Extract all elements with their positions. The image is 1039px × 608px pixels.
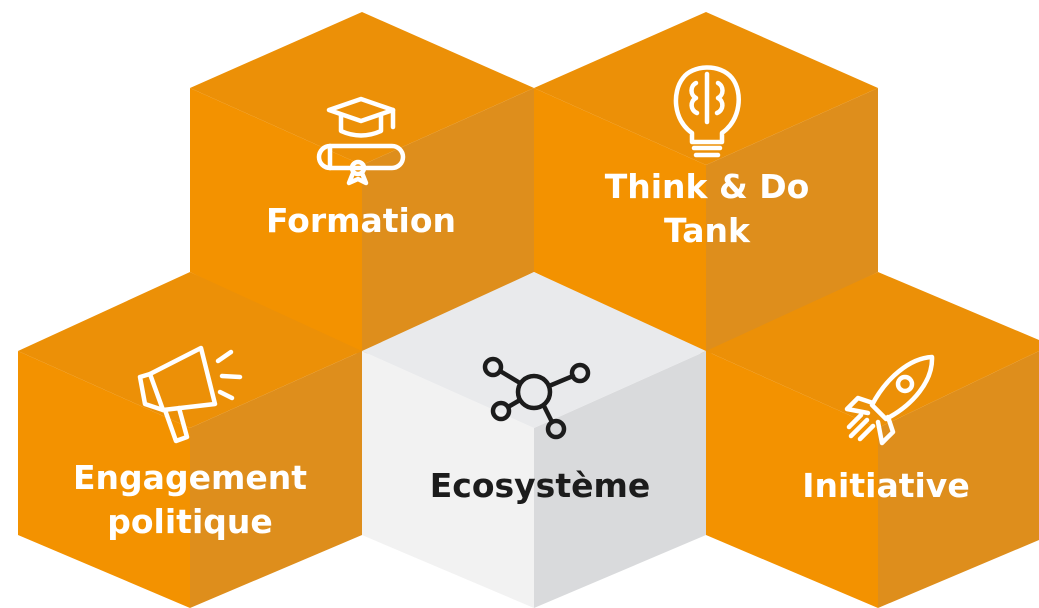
- cube-initiative: Initiative: [706, 272, 1039, 608]
- cube-face-left: [706, 351, 878, 608]
- cube-label: Formation: [266, 201, 456, 240]
- megaphone-icon: [137, 345, 243, 444]
- cube-label-line-2: Tank: [664, 211, 751, 250]
- network-nodes-icon: [482, 356, 591, 440]
- cube-label-line-2: politique: [107, 502, 273, 541]
- cube-formation: Formation: [190, 12, 534, 356]
- cube-face-left: [534, 88, 706, 356]
- cube-face-top: [190, 12, 534, 165]
- cube-face-right: [534, 351, 706, 608]
- cube-label-line-1: Think & Do: [605, 167, 810, 206]
- cube-face-left: [362, 351, 534, 608]
- cube-label: Initiative: [802, 466, 969, 505]
- cube-face-top: [362, 272, 706, 428]
- cube-face-top: [18, 272, 362, 428]
- cube-face-left: [18, 351, 190, 608]
- cube-face-right: [706, 88, 878, 356]
- cube-face-right: [190, 351, 362, 608]
- cube-face-right: [878, 351, 1039, 608]
- brain-lightbulb-icon: [673, 65, 741, 158]
- cube-engagement-politique: Engagement politique: [18, 272, 362, 608]
- cube-think-do-tank: Think & Do Tank: [534, 12, 878, 356]
- graduation-cap-diploma-icon: [316, 96, 406, 186]
- cube-face-top: [706, 272, 1039, 428]
- rocket-icon: [844, 354, 935, 446]
- cube-label: Ecosystème: [430, 466, 651, 505]
- cube-ecosysteme: Ecosystème: [362, 272, 706, 608]
- cube-label-line-1: Engagement: [73, 458, 307, 497]
